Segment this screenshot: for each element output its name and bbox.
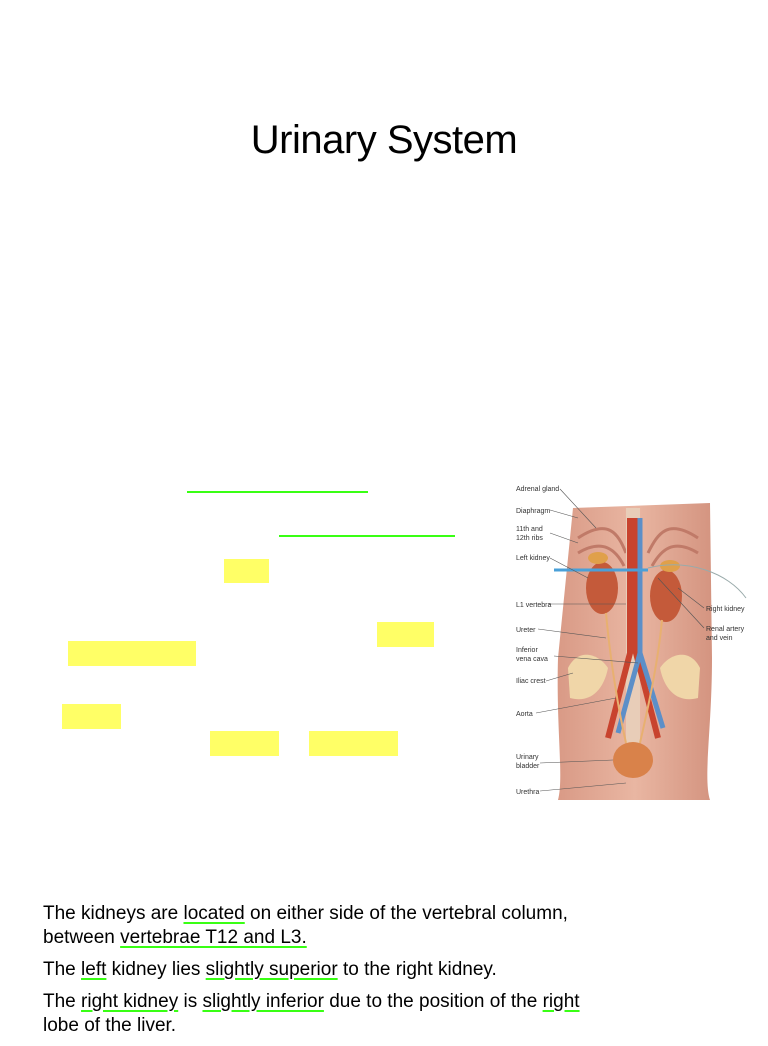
label-renal-2: and vein [706,635,733,642]
underlined-term: located [183,903,245,924]
iliac-left-shape [568,654,608,700]
green-underline-mark [187,491,368,493]
underlined-term: left [81,959,107,980]
bladder-shape [613,742,653,778]
right-kidney-shape [650,570,682,622]
yellow-highlight-mark [68,641,196,666]
label-iliac-crest: Iliac crest [516,678,546,685]
yellow-highlight-mark [224,559,269,583]
urinary-system-figure: Adrenal gland Diaphragm 11th and 12th ri… [516,486,747,800]
label-adrenal-gland: Adrenal gland [516,486,559,493]
yellow-highlight-mark [210,731,279,756]
iliac-right-shape [660,654,700,700]
label-left-kidney: Left kidney [516,555,550,562]
label-right-kidney: Right kidney [706,606,745,613]
body-text: The kidneys are located on either side o… [43,902,743,1046]
underlined-term: vertebrae T12 and L3. [120,927,307,948]
yellow-highlight-mark [377,622,434,647]
label-bladder-1: Urinary [516,754,539,761]
paragraph-left-kidney: The left kidney lies slightly superior t… [43,959,497,980]
label-diaphragm: Diaphragm [516,508,550,515]
green-underline-mark [279,535,455,537]
label-renal-1: Renal artery [706,626,745,633]
slide-title: Urinary System [250,118,518,162]
aorta-shape [605,518,633,739]
underlined-term: right kidney [81,991,179,1012]
left-kidney-shape [586,562,618,614]
underlined-term: right [542,991,580,1012]
underlined-term: slightly inferior [202,991,324,1012]
label-ureter: Ureter [516,627,536,634]
yellow-highlight-mark [309,731,398,756]
label-ribs-2: 12th ribs [516,535,543,542]
label-ivc-1: Inferior [516,647,538,654]
underlined-term: slightly superior [205,959,338,980]
label-aorta: Aorta [516,711,533,718]
label-ribs-1: 11th and [516,526,543,533]
label-ivc-2: vena cava [516,656,548,663]
label-bladder-2: bladder [516,763,540,770]
paragraph-right-kidney: The right kidney is slightly inferior du… [43,991,580,1036]
paragraph-location: The kidneys are located on either side o… [43,903,568,948]
yellow-highlight-mark [62,704,121,729]
label-urethra: Urethra [516,789,539,796]
label-l1-vertebra: L1 vertebra [516,602,552,609]
